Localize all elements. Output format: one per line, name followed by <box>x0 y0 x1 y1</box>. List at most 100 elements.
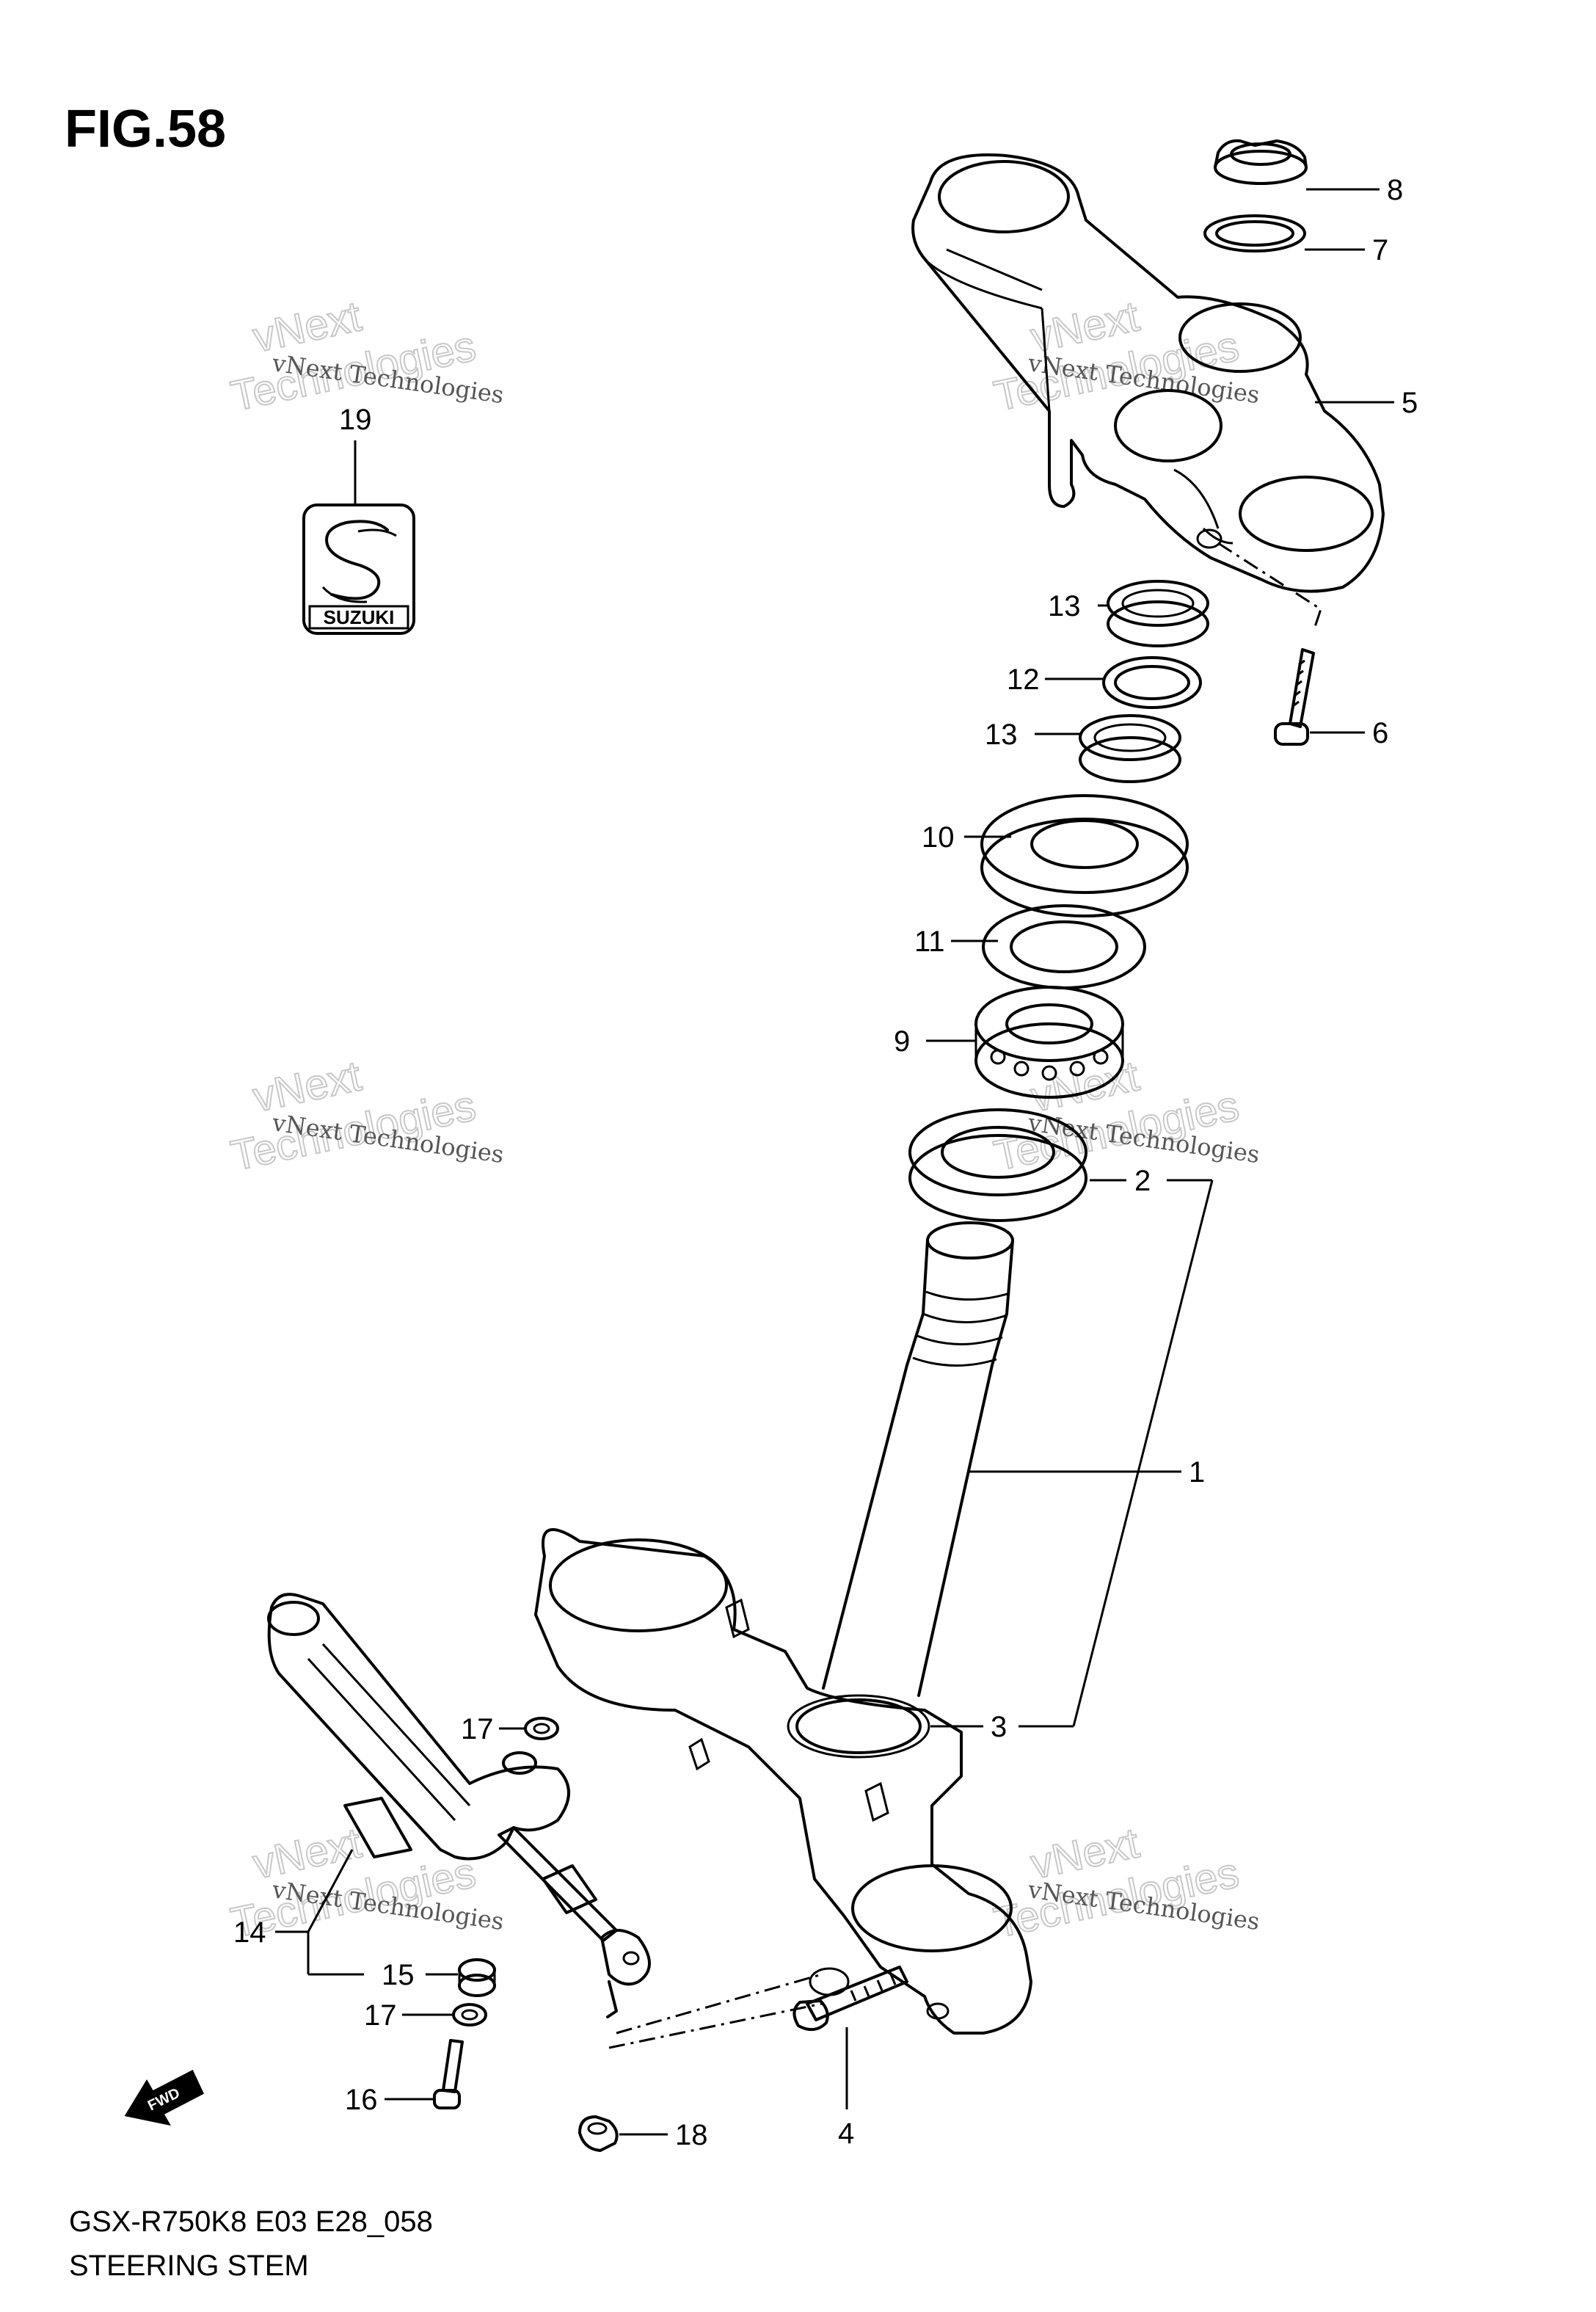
damper-rod <box>498 1826 618 1942</box>
bearing-roller <box>1013 1061 1030 1077</box>
part-1-steering-stem: 1 <box>534 1179 1214 2035</box>
damper-rod-end <box>600 1929 651 1986</box>
damper-end-cap <box>267 1601 320 1636</box>
part-13-lock-nut-upper: 13 <box>1048 580 1209 647</box>
bearing-bore <box>1005 1003 1093 1044</box>
damper-clamp <box>343 1797 412 1858</box>
lower-bracket-stop-left <box>725 1598 750 1639</box>
race-outer-bottom <box>908 1134 1087 1222</box>
part-19-suzuki-emblem: 19 SUZUKI <box>302 404 415 635</box>
damper-rod-end-stud <box>606 1980 618 2018</box>
bracket-handlebar-bore <box>1178 302 1302 373</box>
lock-washer-outer <box>1102 656 1202 709</box>
washer-17-upper-outer <box>524 1717 559 1740</box>
part-3-seal: 3 <box>787 1694 1074 1759</box>
callout-18: 18 <box>675 2119 708 2151</box>
nut-18-bore <box>587 2122 608 2135</box>
part-11-washer: 11 <box>914 904 1146 989</box>
bracket-line-right <box>1072 1179 1214 1727</box>
part-13-lock-nut-lower: 13 <box>985 714 1181 783</box>
stem-thread <box>912 1290 1010 1367</box>
callout-17-upper: 17 <box>461 1713 494 1745</box>
lock-nut-upper-bottom <box>1107 600 1209 647</box>
figure-title: FIG.58 <box>65 100 226 159</box>
washer-17-upper-inner <box>533 1723 550 1734</box>
leader-14-diag <box>307 1849 354 1933</box>
seal-outer <box>787 1694 930 1759</box>
nut-bottom <box>1214 150 1308 185</box>
bracket-right-fork-bore <box>1239 476 1374 552</box>
emblem-text-band <box>308 605 409 630</box>
part-12-lock-washer: 12 <box>1007 656 1202 709</box>
lower-bracket-hole <box>926 2002 950 2020</box>
part-7-washer: 7 <box>1203 214 1388 266</box>
suzuki-s-logo-icon <box>325 520 389 600</box>
washer-11-inner <box>1010 920 1118 973</box>
stem-shaft <box>822 1239 1014 1697</box>
bolt-16-head <box>433 2089 461 2109</box>
lock-nut-upper-top <box>1107 580 1209 627</box>
damper-rod-end-hole <box>622 1951 640 1966</box>
callout-9: 9 <box>894 1025 910 1058</box>
bolt-6-thread <box>1292 659 1305 708</box>
callout-13-lower: 13 <box>985 719 1018 751</box>
callout-8: 8 <box>1387 174 1403 206</box>
bearing-roller <box>1069 1061 1085 1077</box>
damper-body <box>267 1593 570 1861</box>
bearing-roller <box>1041 1065 1057 1081</box>
damper-to-bolt-guide <box>608 2002 823 2049</box>
callout-5: 5 <box>1402 387 1418 419</box>
washer-outer <box>1203 214 1306 252</box>
suzuki-s-logo-shade-icon <box>321 528 397 603</box>
lock-nut-lower-bore <box>1093 723 1167 752</box>
callout-19: 19 <box>339 404 372 436</box>
nut-18-body <box>578 2115 619 2152</box>
callout-1: 1 <box>1189 1456 1205 1488</box>
callout-11: 11 <box>914 926 945 958</box>
callout-3: 3 <box>991 1711 1007 1743</box>
emblem-brand-text: SUZUKI <box>324 606 395 628</box>
washer-17-lower-outer <box>452 2003 487 2026</box>
damper-rod-nut <box>542 1864 597 1914</box>
callout-14: 14 <box>233 1916 266 1949</box>
callout-16: 16 <box>345 2084 378 2116</box>
watermark-top-left: vNext Technologies vNext Technologies <box>226 291 506 421</box>
bracket-bolt-hole <box>1196 528 1222 549</box>
washer-11-outer <box>982 904 1146 989</box>
fwd-direction-arrow: FWD <box>124 2069 204 2126</box>
lower-bracket-left-bore <box>549 1538 728 1632</box>
race-bore <box>941 1126 1055 1179</box>
washer-inner <box>1215 220 1294 247</box>
bearing-roller <box>990 1049 1006 1065</box>
bearing-roller <box>1093 1049 1109 1065</box>
watermark-top-right: vNext Technologies vNext Technologies <box>989 291 1261 421</box>
race-outer-top <box>908 1108 1087 1196</box>
bracket-left-fork-bore <box>938 160 1070 233</box>
callout-6: 6 <box>1372 717 1388 749</box>
lower-bracket-stop-right <box>864 1781 889 1822</box>
dust-seal-bore <box>1030 819 1139 869</box>
lower-bracket-lug <box>688 1737 710 1771</box>
bolt-6-head <box>1274 722 1309 746</box>
callout-4: 4 <box>838 2117 854 2150</box>
part-10-dust-seal: 10 <box>922 794 1189 917</box>
stem-top-face <box>926 1221 1014 1259</box>
washer-17-lower-inner <box>461 2009 478 2021</box>
watermark-mid-right: vNext Technologies vNext Technologies <box>989 1051 1261 1180</box>
damper-body-lines <box>307 1643 471 1822</box>
callout-17-lower: 17 <box>364 1999 397 2032</box>
part-18-nut: 18 <box>578 2115 708 2152</box>
bush-top <box>458 1958 496 1982</box>
watermark-mid-left: vNext Technologies vNext Technologies <box>226 1051 506 1180</box>
damper-to-bracket-guide <box>616 1973 823 2035</box>
part-6-bolt: 6 <box>1217 542 1388 749</box>
emblem-plate <box>302 504 415 635</box>
callout-15: 15 <box>382 1959 415 1991</box>
callout-13-upper: 13 <box>1048 590 1081 622</box>
callout-2: 2 <box>1134 1165 1151 1197</box>
bracket-edge-detail <box>925 248 1051 412</box>
watermark-bottom-right: vNext Technologies vNext Technologies <box>989 1818 1261 1947</box>
lower-bracket-right-bore <box>851 1864 1013 1952</box>
callout-12: 12 <box>1007 664 1040 696</box>
watermark-bottom-left: vNext Technologies vNext Technologies <box>226 1818 506 1947</box>
